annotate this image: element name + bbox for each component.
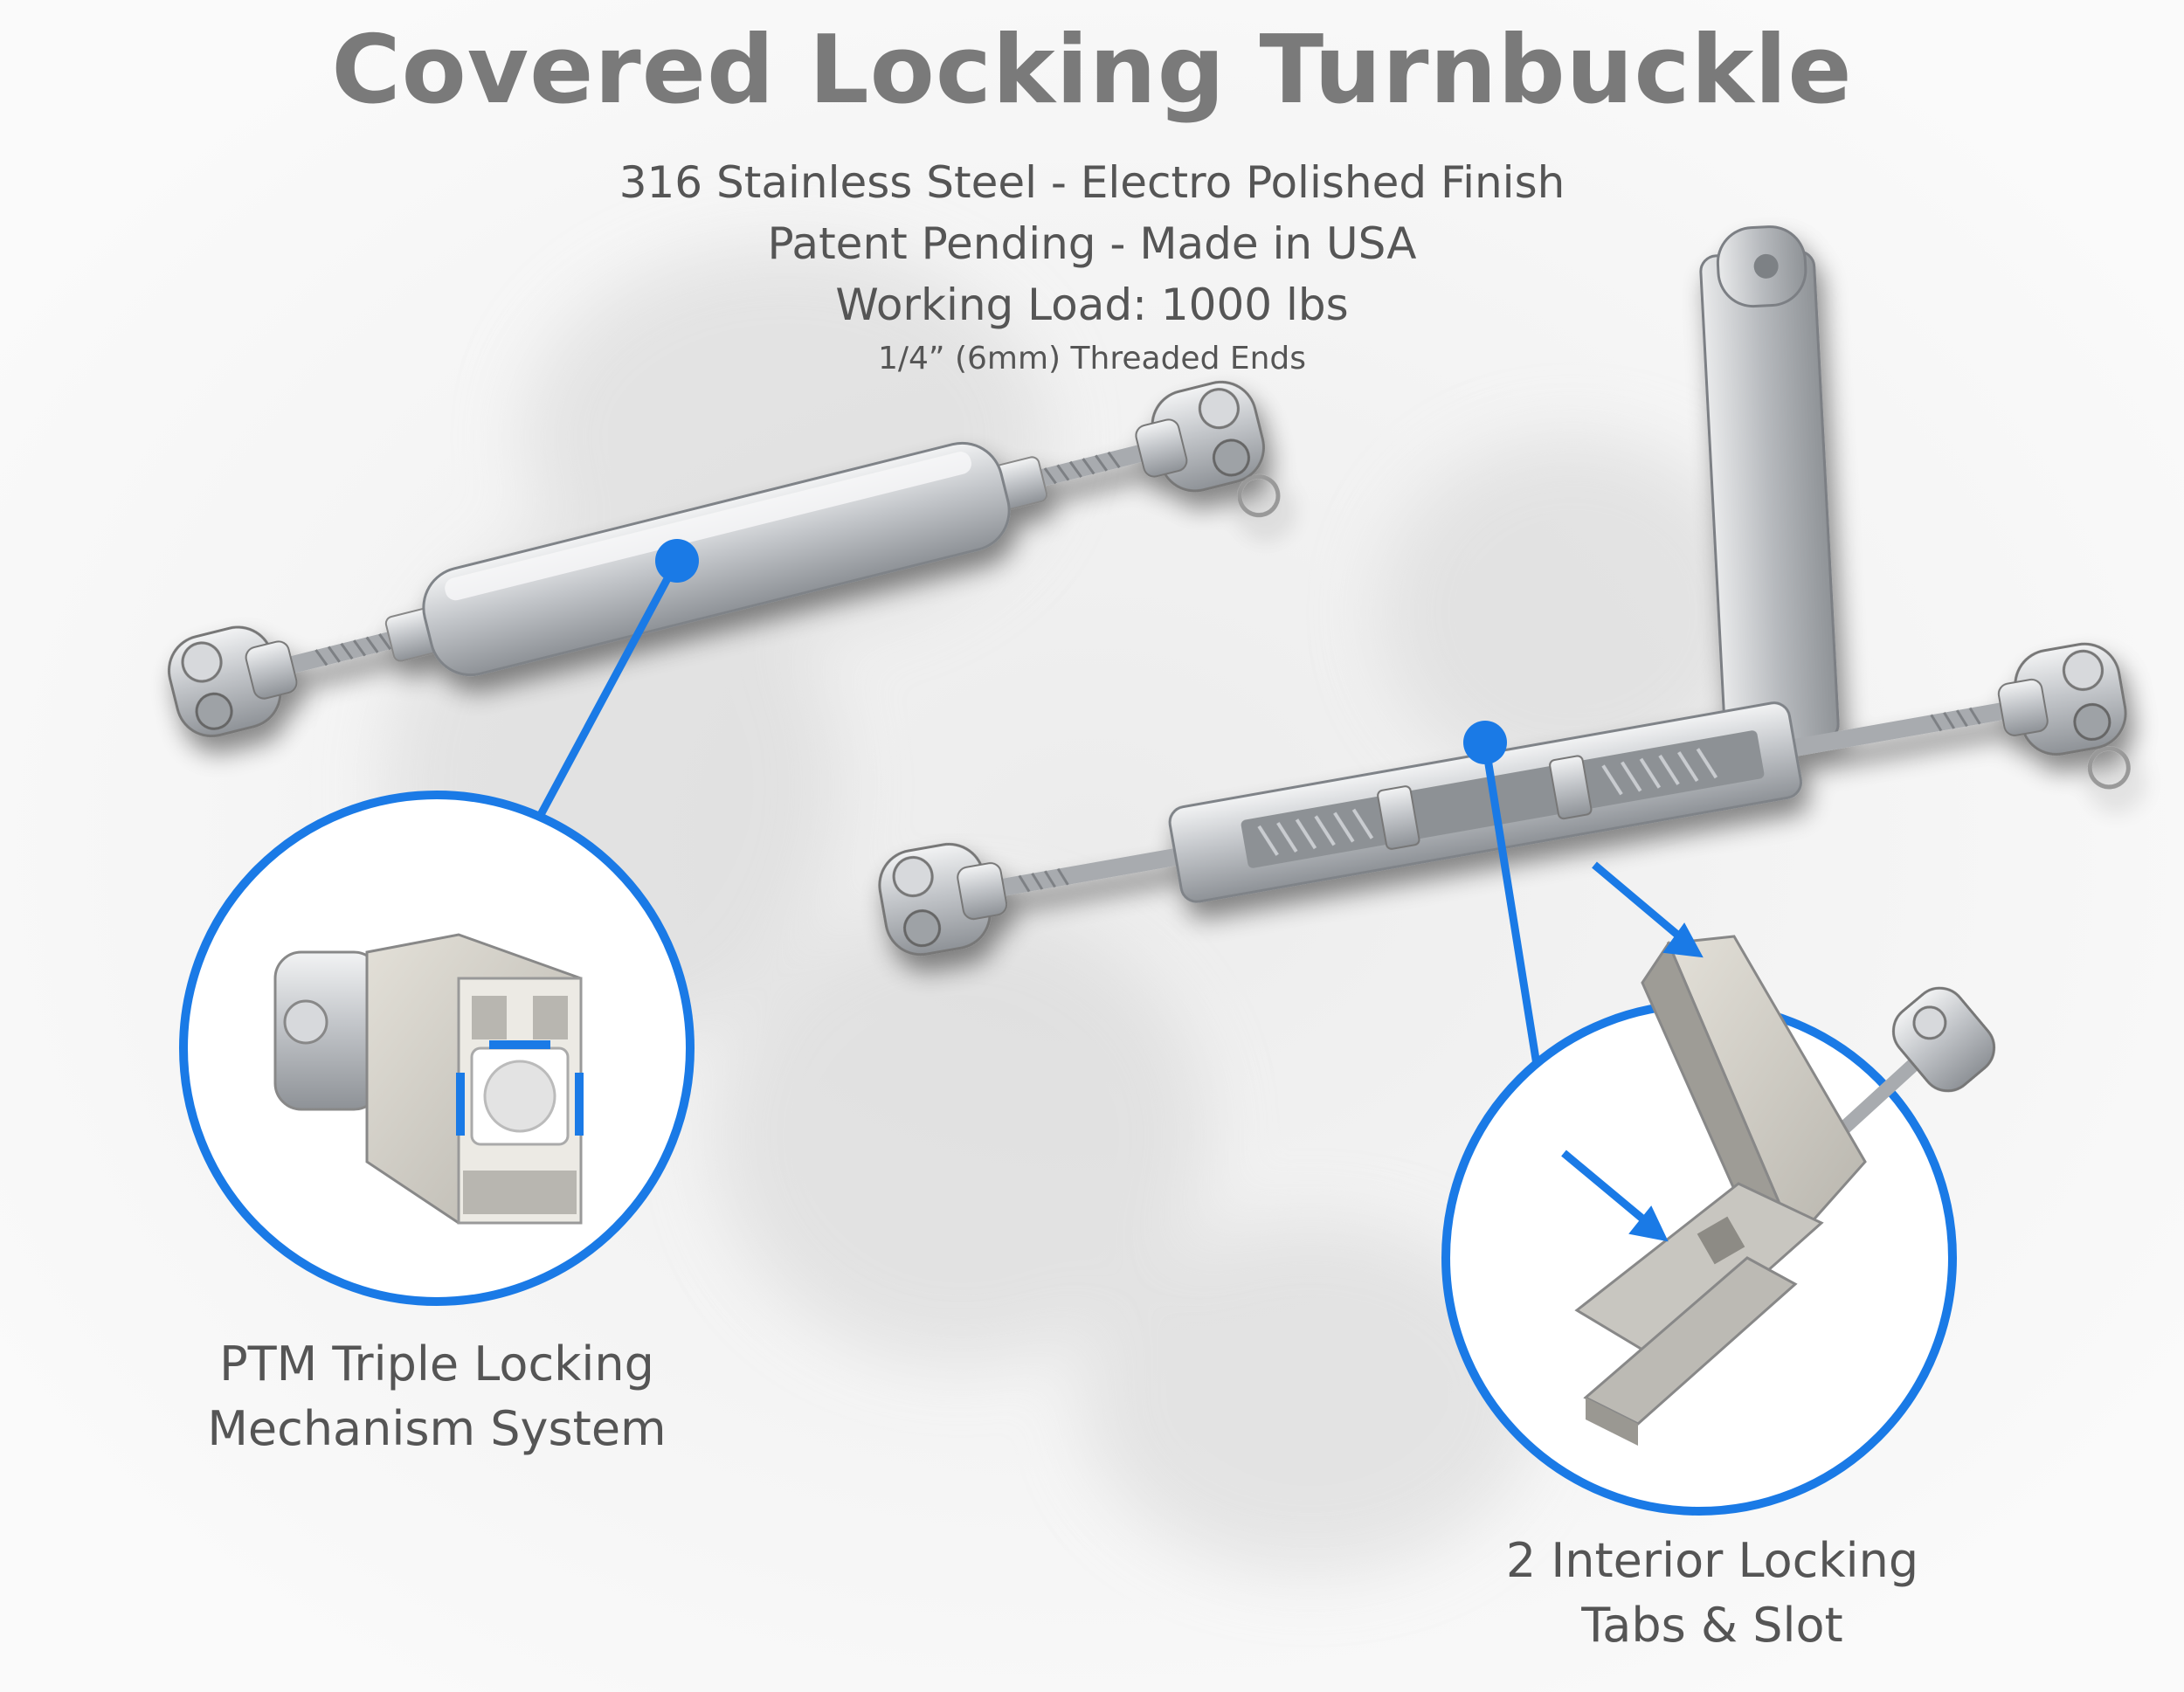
page-title: Covered Locking Turnbuckle bbox=[331, 16, 1853, 125]
callout-caption-left: PTM Triple Locking Mechanism System bbox=[140, 1332, 734, 1461]
callout-caption-right: 2 Interior Locking Tabs & Slot bbox=[1415, 1529, 2009, 1658]
callout-right-line1: 2 Interior Locking bbox=[1505, 1533, 1919, 1588]
callout-dot-right bbox=[1463, 721, 1507, 764]
spec-material: 316 Stainless Steel - Electro Polished F… bbox=[619, 157, 1565, 208]
turnbuckle-open-icon bbox=[878, 225, 2131, 956]
callout-connectors bbox=[521, 558, 1542, 1071]
spec-working-load: Working Load: 1000 lbs bbox=[835, 280, 1349, 330]
arrow-icon-top bbox=[1592, 861, 1704, 958]
spec-threaded-ends: 1/4” (6mm) Threaded Ends bbox=[877, 341, 1307, 376]
turnbuckle-closed-icon bbox=[167, 380, 1281, 738]
locking-mechanism-closeup bbox=[273, 933, 584, 1225]
callout-dot-left bbox=[655, 539, 699, 583]
locking-tabs-closeup bbox=[1574, 935, 1996, 1446]
arrow-icon-bottom bbox=[1561, 1150, 1669, 1242]
spec-patent: Patent Pending - Made in USA bbox=[767, 218, 1417, 269]
callout-left-line1: PTM Triple Locking bbox=[219, 1336, 654, 1392]
callout-right-line2: Tabs & Slot bbox=[1581, 1598, 1843, 1653]
callout-left-line2: Mechanism System bbox=[207, 1401, 667, 1456]
